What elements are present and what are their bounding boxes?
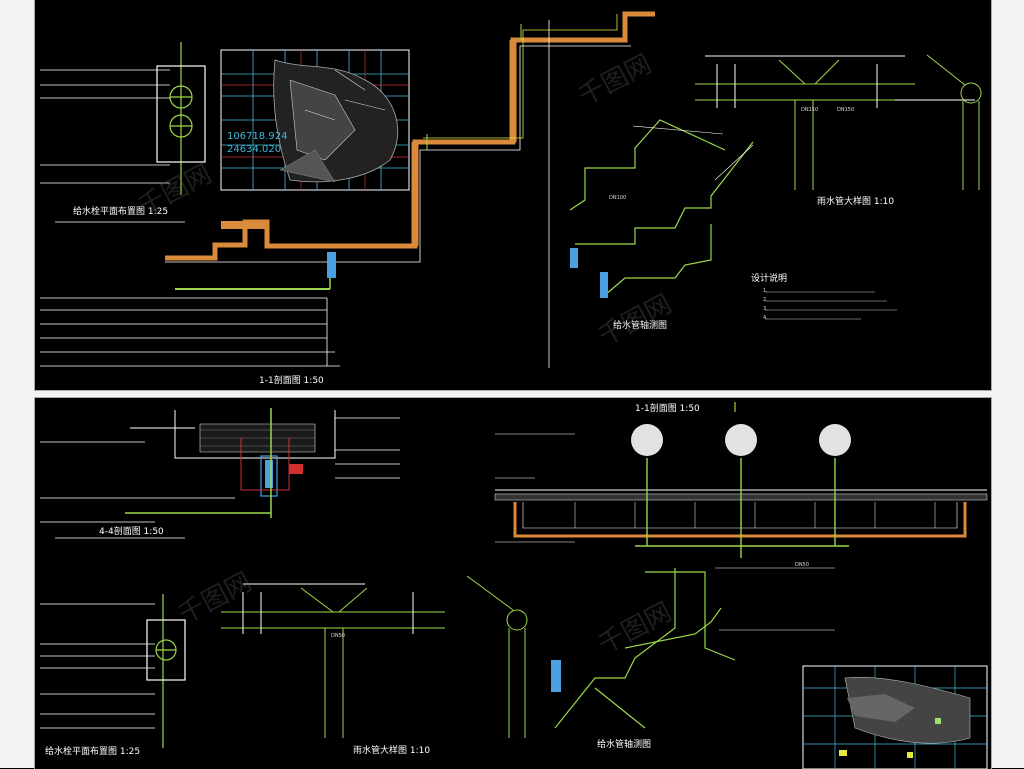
rain-pipe-detail-bottom xyxy=(221,575,528,738)
leader-lines-bottom-left xyxy=(40,603,155,729)
fountain-section xyxy=(494,402,988,558)
pipe-size-label-3: DN100 xyxy=(609,195,627,201)
pipe-size-label-2: DN150 xyxy=(837,107,855,113)
axonometric-pipe-bottom xyxy=(551,568,736,729)
panel-divider xyxy=(34,390,990,397)
leader-lines-top-bottomleft xyxy=(40,297,340,367)
left-margin xyxy=(0,0,34,768)
bottom-drawing-canvas xyxy=(40,402,988,769)
axon-title-top: 给水管轴测图 xyxy=(613,321,668,331)
section-4-4 xyxy=(40,408,400,539)
section-title-1-1: 1-1剖面图 1:50 xyxy=(259,376,324,386)
site-plan-inset xyxy=(220,49,410,191)
pipe-size-label-5: DN50 xyxy=(795,562,809,568)
pipe-detail-title-bottom: 雨水管大样图 1:10 xyxy=(353,746,431,756)
top-drawing-canvas xyxy=(40,11,982,368)
pipe-size-label-4: DN50 xyxy=(331,633,345,639)
coordinate-x: 106718.924 xyxy=(227,131,288,142)
coordinate-y: 24634.020 xyxy=(227,144,282,155)
plan-title-top: 给水栓平面布置图 1:25 xyxy=(73,207,169,217)
right-margin xyxy=(990,0,1024,768)
rain-pipe-detail-top xyxy=(695,54,982,190)
fountain-sprays xyxy=(631,424,851,456)
mini-site-plan xyxy=(802,665,988,769)
drawing-panel-top: 给水栓平面布置图 1:25 1-1剖面图 1:50 106718.924 246… xyxy=(34,0,992,391)
design-note-1: 1. xyxy=(763,288,768,294)
section-title-4-4: 4-4剖面图 1:50 xyxy=(99,527,164,537)
stepped-wall-section xyxy=(165,11,655,368)
valve-plan-bottom xyxy=(146,594,186,748)
plan-title-bottom: 给水栓平面布置图 1:25 xyxy=(45,747,141,757)
pipe-detail-title-top: 雨水管大样图 1:10 xyxy=(817,197,895,207)
design-notes-title: 设计说明 xyxy=(751,274,788,284)
valve-plan-top xyxy=(156,42,206,195)
axon-title-bottom: 给水管轴测图 xyxy=(597,740,652,750)
pipe-size-label-1: DN150 xyxy=(801,107,819,113)
design-note-4: 4. xyxy=(763,315,768,321)
axonometric-pipe-top xyxy=(569,119,754,298)
design-notes-lines xyxy=(765,291,897,320)
leader-lines-top-left xyxy=(40,69,170,184)
section-title-1-1b: 1-1剖面图 1:50 xyxy=(635,404,700,414)
design-note-2: 2. xyxy=(763,297,768,303)
drawing-panel-bottom: 4-4剖面图 1:50 1-1剖面图 1:50 给水栓平面布置图 1:25 雨水… xyxy=(34,397,992,769)
design-note-3: 3. xyxy=(763,306,768,312)
